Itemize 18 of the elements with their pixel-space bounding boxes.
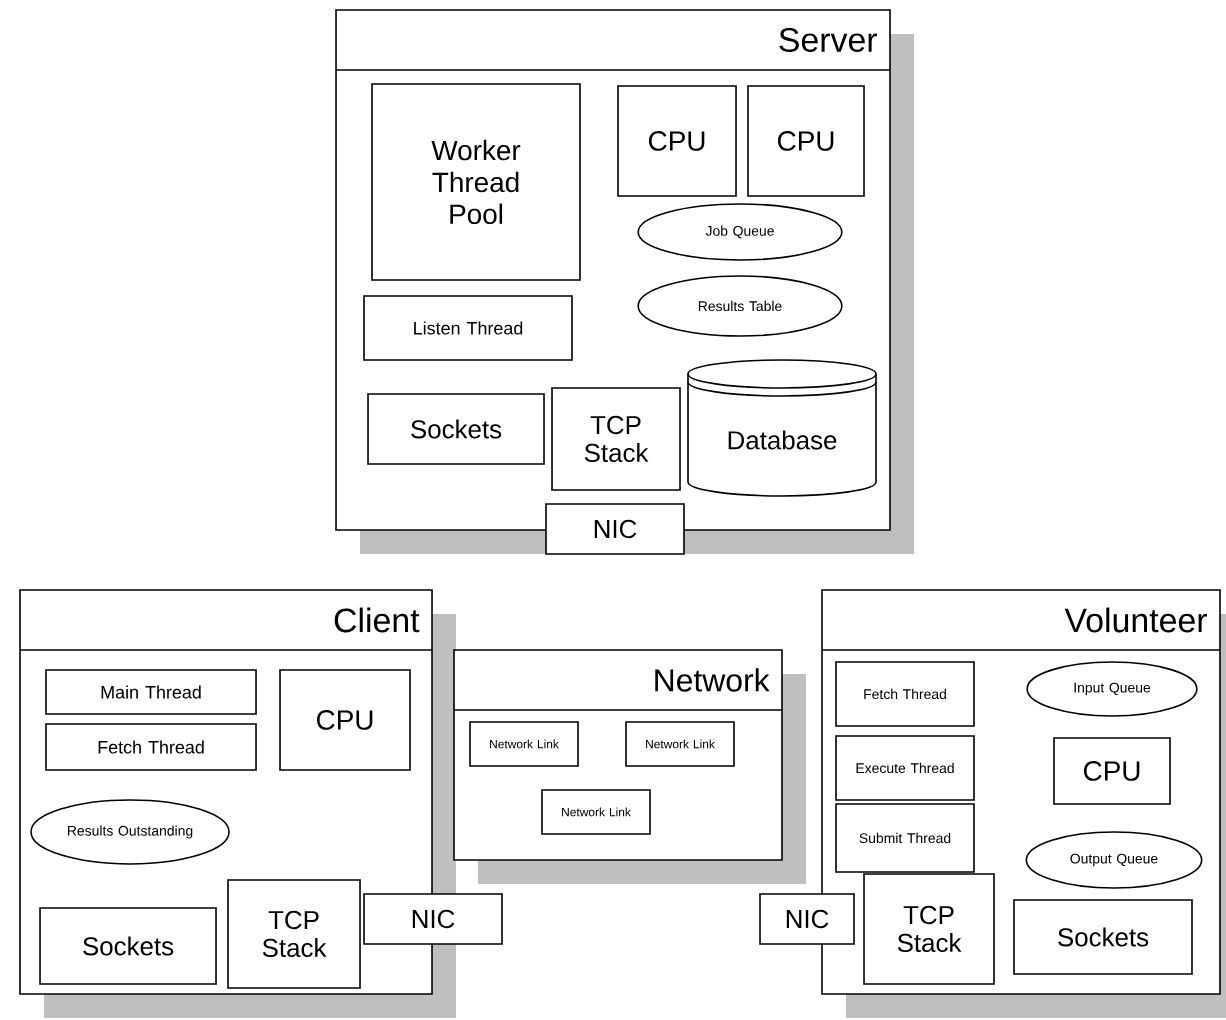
component-box: NIC [363,893,503,945]
component-box: TCP Stack [863,873,995,985]
component-box: CPU [747,85,865,197]
component-box: Sockets [367,393,545,465]
component-box: TCP Stack [227,879,361,989]
component-box: Main Thread [45,669,257,715]
component-box: TCP Stack [551,387,681,491]
component-box: CPU [279,669,411,771]
component-box: NIC [759,893,855,945]
component-box: Worker Thread Pool [371,83,581,281]
component-box: NIC [545,503,685,555]
component-box: CPU [1053,737,1171,805]
component-box: Sockets [1013,899,1193,975]
component-box: Listen Thread [363,295,573,361]
component-box: Sockets [39,907,217,985]
component-box: CPU [617,85,737,197]
database-cylinder: Database [687,359,877,497]
component-box: Fetch Thread [45,723,257,771]
